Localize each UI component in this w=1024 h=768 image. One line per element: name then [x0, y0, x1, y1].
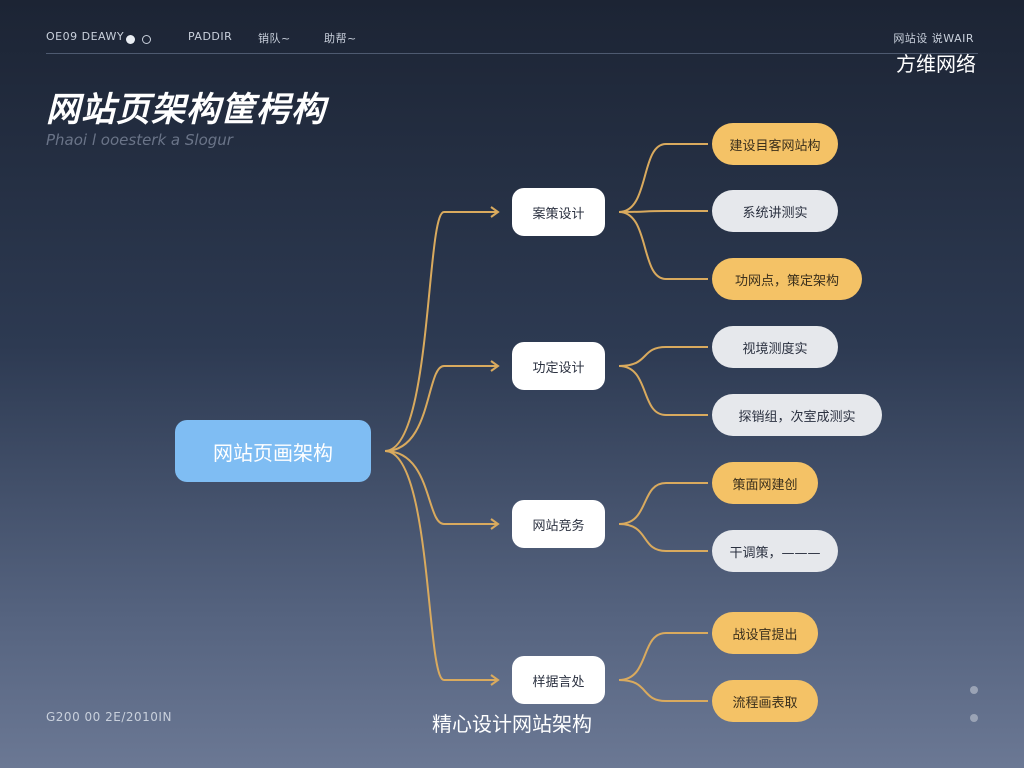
leaf-node[interactable]: 干调策，———	[712, 530, 838, 572]
header-right-text: 网站设 说WAIR	[893, 32, 974, 45]
branch-node[interactable]: 案策设计	[512, 188, 605, 236]
connector-branch-to-leaf	[618, 632, 708, 681]
arrow-head-icon	[490, 674, 500, 686]
leaf-node[interactable]: 战设官提出	[712, 612, 818, 654]
leaf-node[interactable]: 策面网建创	[712, 462, 818, 504]
arrow-head-icon	[490, 206, 500, 218]
connector-branch-to-leaf	[618, 346, 708, 367]
arrow-head-icon	[490, 518, 500, 530]
connector-branch-to-leaf	[618, 143, 708, 213]
leaf-node[interactable]: 视境测度实	[712, 326, 838, 368]
arrow-head-icon	[490, 360, 500, 372]
leaf-node[interactable]: 功网点，策定架构	[712, 258, 862, 300]
company-label: 方维网络	[896, 52, 976, 76]
page-title: 网站页架构筐枵构	[46, 90, 326, 130]
nav-item-1[interactable]: PADDIR	[188, 30, 233, 43]
page-subtitle: Phaoi l ooesterk a Slogur	[46, 131, 233, 149]
branch-node[interactable]: 网站竞务	[512, 500, 605, 548]
scroll-dot-icon[interactable]	[970, 714, 978, 722]
branch-node[interactable]: 样据言处	[512, 656, 605, 704]
connector-branch-to-leaf	[618, 523, 708, 552]
nav-item-3[interactable]: 助帮~	[324, 32, 357, 45]
brand-name: OE09 DEAWY	[46, 30, 125, 43]
footer-left-text: G200 00 2E/2010IN	[46, 710, 172, 724]
connector-root-to-branch	[384, 450, 498, 681]
connector-root-to-branch	[384, 211, 498, 452]
leaf-node[interactable]: 探销组，次室成测实	[712, 394, 882, 436]
connector-root-to-branch	[384, 365, 498, 452]
top-bar: OE09 DEAWY PADDIR 销队~ 助帮~ 网站设 说WAIR	[46, 30, 978, 50]
connector-branch-to-leaf	[618, 365, 708, 416]
pagination-dots	[126, 32, 154, 45]
connector-branch-to-leaf	[618, 211, 708, 280]
leaf-node[interactable]: 系统讲测实	[712, 190, 838, 232]
scroll-dot-icon[interactable]	[970, 686, 978, 694]
leaf-node[interactable]: 流程画表取	[712, 680, 818, 722]
connector-root-to-branch	[384, 450, 498, 525]
branch-node[interactable]: 功定设计	[512, 342, 605, 390]
dot-active-icon[interactable]	[126, 34, 135, 44]
leaf-node[interactable]: 建设目客网站构	[712, 123, 838, 165]
dot-inactive-icon[interactable]	[142, 34, 151, 44]
connector-branch-to-leaf	[618, 482, 708, 525]
root-node[interactable]: 网站页画架构	[175, 420, 371, 482]
connector-branch-to-leaf	[618, 210, 708, 213]
connector-branch-to-leaf	[618, 679, 708, 702]
header-divider	[46, 53, 978, 54]
nav-item-2[interactable]: 销队~	[258, 32, 291, 45]
caption: 精心设计网站架构	[432, 712, 592, 736]
